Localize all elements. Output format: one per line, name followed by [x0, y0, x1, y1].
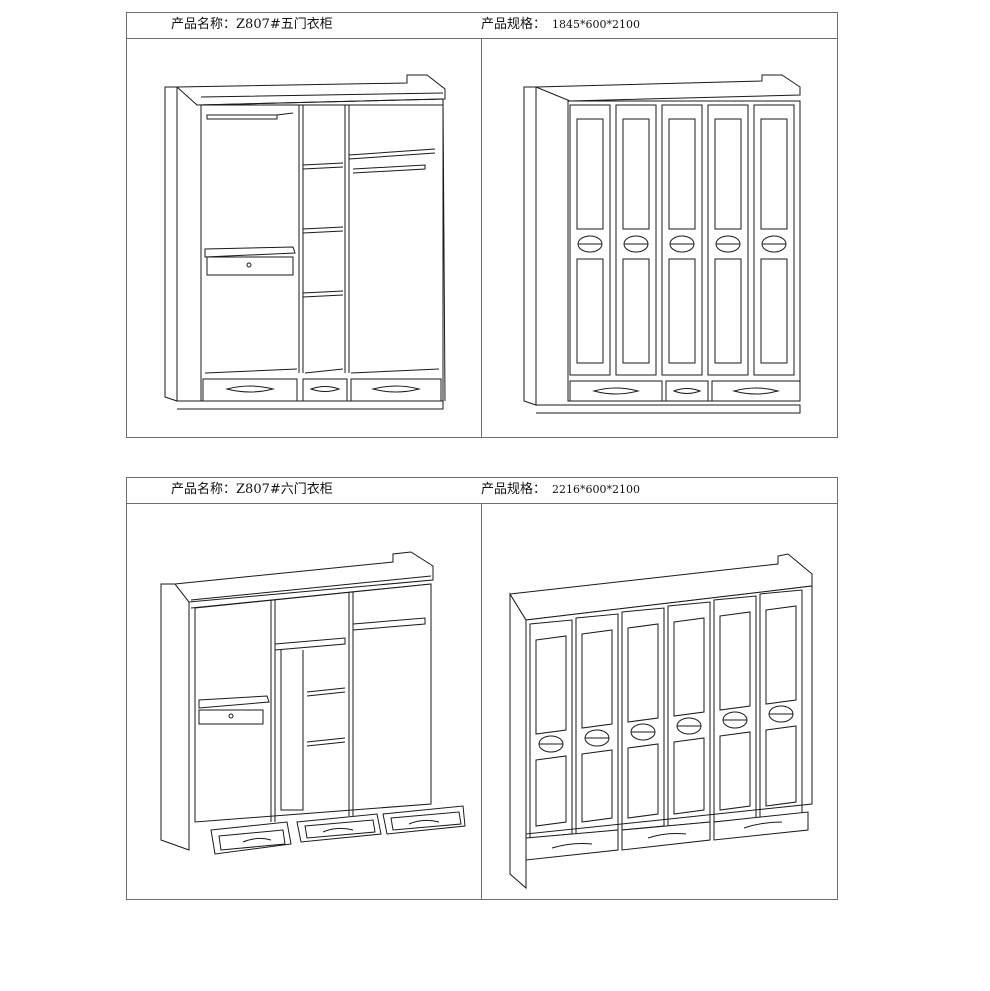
product-spec-value: 1845*600*2100 — [552, 18, 640, 31]
open-interior-panel — [127, 39, 481, 437]
product-spec: 产品规格： 2216*600*2100 — [481, 482, 640, 498]
product-name-label: 产品名称： — [171, 482, 237, 497]
six-door-closed-drawing — [482, 504, 837, 900]
sheet-header: 产品名称：Z807#六门衣柜 产品规格： 2216*600*2100 — [127, 478, 837, 504]
product-sheet-six-door: 产品名称：Z807#六门衣柜 产品规格： 2216*600*2100 — [126, 477, 838, 900]
five-door-closed-drawing — [482, 39, 837, 439]
product-spec-label: 产品规格： — [481, 482, 547, 497]
product-name-value: Z807#五门衣柜 — [236, 17, 333, 32]
sheet-header: 产品名称：Z807#五门衣柜 产品规格： 1845*600*2100 — [127, 13, 837, 39]
product-name-label: 产品名称： — [171, 17, 237, 32]
panel-divider — [481, 38, 482, 437]
product-spec-label: 产品规格： — [481, 17, 547, 32]
five-door-open-drawing — [127, 39, 481, 439]
six-door-open-drawing — [127, 504, 481, 900]
closed-front-panel — [482, 39, 837, 437]
product-name-value: Z807#六门衣柜 — [236, 482, 333, 497]
product-name: 产品名称：Z807#五门衣柜 — [171, 17, 333, 33]
product-spec: 产品规格： 1845*600*2100 — [481, 17, 640, 33]
open-interior-panel — [127, 504, 481, 899]
panel-divider — [481, 503, 482, 899]
product-name: 产品名称：Z807#六门衣柜 — [171, 482, 333, 498]
product-spec-value: 2216*600*2100 — [552, 483, 640, 496]
product-sheet-five-door: 产品名称：Z807#五门衣柜 产品规格： 1845*600*2100 — [126, 12, 838, 438]
closed-front-panel — [482, 504, 837, 899]
